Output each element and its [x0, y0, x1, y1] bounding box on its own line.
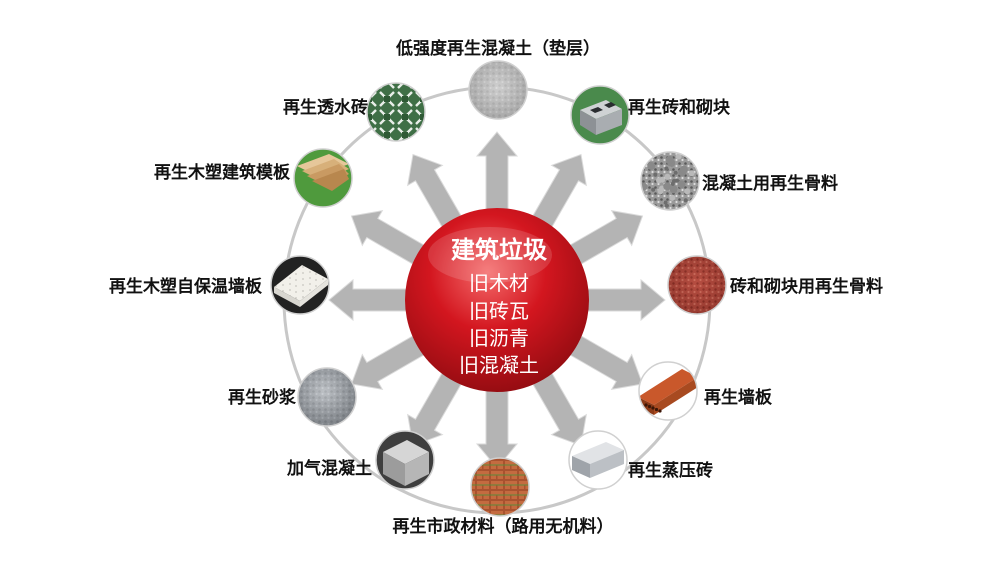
center-circle [405, 208, 589, 392]
permeable-brick-icon [366, 82, 426, 142]
product-label: 再生砂浆 [228, 387, 297, 408]
product-node [470, 457, 530, 517]
formwork-boards-icon [293, 148, 353, 208]
mortar-icon [297, 367, 357, 427]
autoclaved-brick-icon [568, 430, 628, 490]
center-item: 旧木材 [469, 271, 529, 295]
product-label: 再生市政材料（路用无机料） [393, 516, 614, 537]
product-label: 混凝土用再生骨料 [702, 173, 838, 194]
product-label: 加气混凝土 [286, 458, 372, 479]
product-label: 砖和砌块用再生骨料 [730, 276, 883, 297]
product-node [468, 60, 528, 120]
product-label: 再生透水砖 [283, 97, 368, 118]
red-aggregate-icon [667, 255, 727, 315]
hollow-block-icon [570, 85, 630, 145]
product-node [375, 430, 435, 490]
center-highlight [428, 227, 552, 283]
product-label: 低强度再生混凝土（垫层） [395, 38, 600, 59]
aerated-concrete-block-icon [375, 430, 435, 490]
product-label: 再生木塑自保温墙板 [109, 276, 263, 297]
product-node [638, 361, 698, 421]
product-node [366, 82, 426, 142]
product-node [568, 430, 628, 490]
product-node [297, 367, 357, 427]
product-node [293, 148, 353, 208]
product-node [570, 85, 630, 145]
product-label: 再生木塑建筑模板 [154, 162, 291, 183]
product-node [270, 255, 330, 315]
product-label: 再生墙板 [704, 387, 773, 408]
center-title: 建筑垃圾 [451, 236, 547, 264]
wall-panel-icon [638, 361, 698, 421]
product-nodes [270, 60, 727, 517]
product-node [640, 151, 700, 211]
gray-aggregate-icon [640, 151, 700, 211]
center-item: 旧砖瓦 [469, 299, 529, 323]
insulation-board-icon [270, 255, 330, 315]
product-label: 再生砖和砌块 [628, 97, 731, 118]
product-label: 再生蒸压砖 [628, 460, 713, 481]
product-node [667, 255, 727, 315]
center-item: 旧混凝土 [459, 353, 539, 377]
paving-icon [470, 457, 530, 517]
center-item: 旧沥青 [469, 326, 529, 350]
center-node: 建筑垃圾 旧木材 旧砖瓦 旧沥青 旧混凝土 [405, 208, 589, 392]
gravel-concrete-sample-icon [468, 60, 528, 120]
